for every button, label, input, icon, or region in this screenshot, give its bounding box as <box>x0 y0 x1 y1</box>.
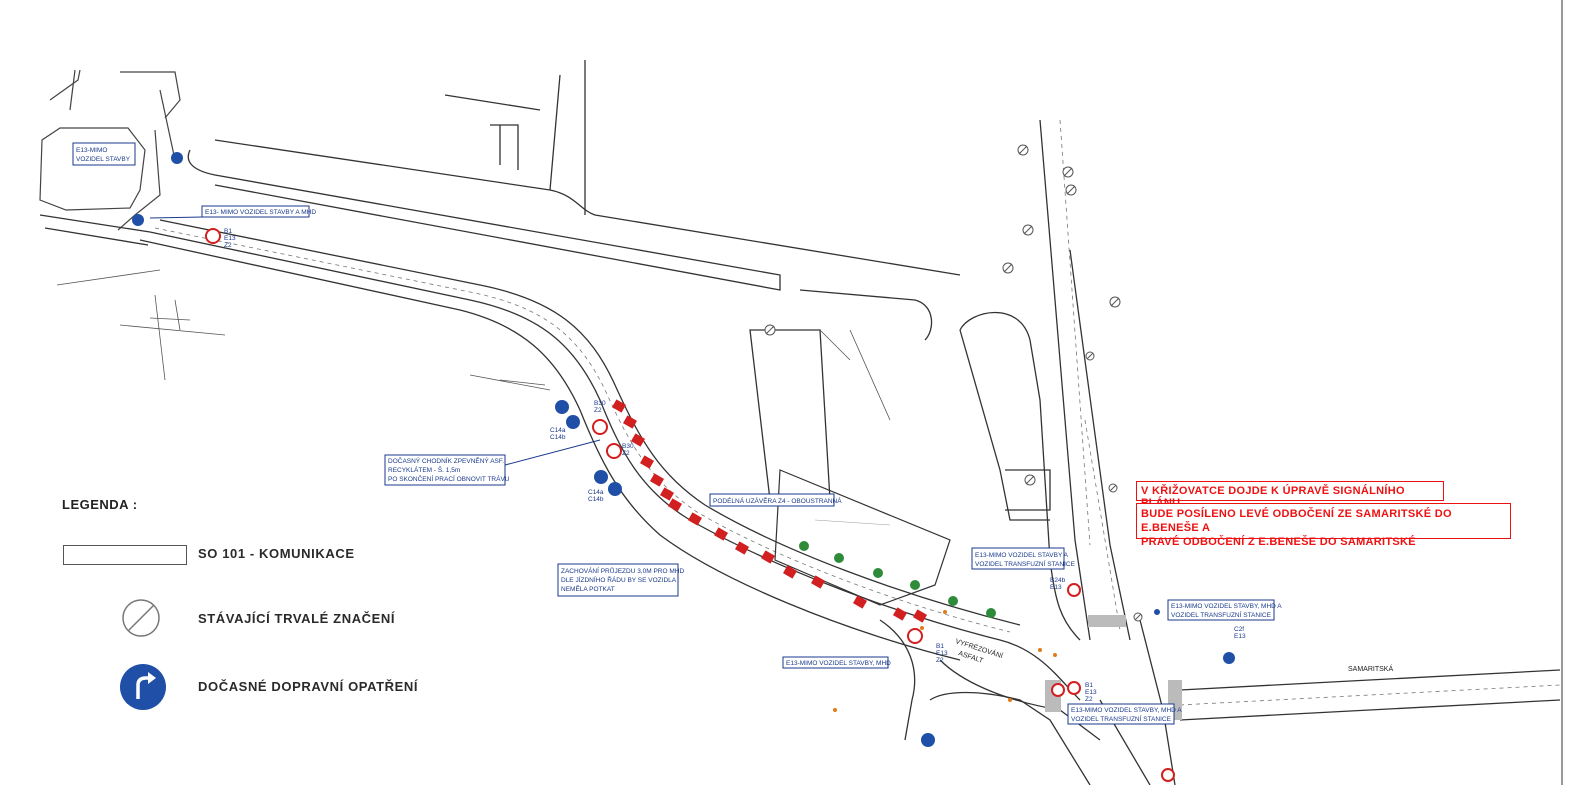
callout-text: E13-MIMO VOZIDEL STAVBY A <box>975 552 1069 559</box>
callout-text: ZACHOVÁNÍ PRŮJEZDU 3,0M PRO MHD <box>561 566 684 575</box>
callout-text: NEMĚLA POTKAT <box>561 584 615 593</box>
callout-text: RECYKLÁTEM - Š. 1,5m <box>388 465 460 474</box>
existing-sign-icon <box>122 599 160 637</box>
note-signal-plan: V KŘIŽOVATCE DOJDE K ÚPRAVĚ SIGNÁLNÍHO P… <box>1136 481 1444 509</box>
trees <box>799 541 996 618</box>
sign-code: B30 <box>594 400 606 407</box>
sign-code: B30 <box>622 443 634 450</box>
callout-text: E13- MIMO VOZIDEL STAVBY A MHD <box>205 209 316 216</box>
callout-text: VOZIDEL TRANSFUZNÍ STANICE <box>1171 610 1272 619</box>
callout-text: DLE JÍZDNÍHO ŘÁDU BY SE VOZIDLA <box>561 575 677 584</box>
sign-code: Z2 <box>622 450 630 457</box>
temporary-sign-icon <box>1154 609 1160 615</box>
existing-sign-icon <box>1108 483 1118 493</box>
temporary-sign-icon <box>608 482 622 496</box>
callout-text: E13-MIMO VOZIDEL STAVBY, MHD A <box>1171 603 1282 610</box>
legend-road-label: SO 101 - KOMUNIKACE <box>198 546 355 561</box>
temporary-sign-icon <box>132 214 144 226</box>
existing-sign-icon <box>1109 296 1121 308</box>
sign-code: E13 <box>1050 584 1062 591</box>
prohibition-signs <box>205 228 1175 782</box>
sign-code: C14a <box>550 427 566 434</box>
sign-code: E13 <box>1234 633 1246 640</box>
callout-text: E13-MIMO VOZIDEL STAVBY, MHD A <box>1071 707 1182 714</box>
road-swatch <box>63 545 187 565</box>
sign-code: C14b <box>588 496 604 503</box>
hatch-lines <box>56 269 891 421</box>
road-edges <box>39 60 1561 785</box>
sign-code: Z2 <box>1085 696 1093 703</box>
temporary-sign-icon <box>566 415 580 429</box>
callout-text: PO SKONČENÍ PRACÍ OBNOVIT TRÁVU <box>388 474 510 483</box>
sign-code: C14b <box>550 434 566 441</box>
temporary-sign-icon <box>594 470 608 484</box>
sign-code: Z2 <box>594 407 602 414</box>
callout-text: E13-MIMO <box>76 147 107 154</box>
legend-title: LEGENDA : <box>62 497 138 512</box>
existing-sign-icon <box>1017 144 1029 156</box>
note-reinforced-turns: BUDE POSÍLENO LEVÉ ODBOČENÍ ZE SAMARITSK… <box>1136 503 1511 548</box>
callout-text: E13-MIMO VOZIDEL STAVBY, MHD <box>786 660 891 667</box>
markers <box>833 610 1057 712</box>
existing-sign-icon <box>1022 224 1034 236</box>
legend-temporary-label: DOČASNÉ DOPRAVNÍ OPATŘENÍ <box>198 679 419 694</box>
temporary-sign-icon <box>1223 652 1235 664</box>
existing-sign-icon <box>1133 612 1143 622</box>
existing-sign-icon <box>1062 166 1074 178</box>
sign-code: C2f <box>1234 626 1244 633</box>
sign-code: B1 <box>1085 682 1093 689</box>
sign-code: B1 <box>936 643 944 650</box>
callout-text: VOZIDEL STAVBY <box>76 156 131 163</box>
sign-code: E13 <box>1085 689 1097 696</box>
sign-code: E13 <box>224 235 236 242</box>
building-block <box>774 469 951 606</box>
leader-lines <box>149 216 601 466</box>
callout-text: VOZIDEL TRANSFUZNÍ STANICE <box>975 559 1076 568</box>
note-line: BUDE POSÍLENO LEVÉ ODBOČENÍ ZE SAMARITSK… <box>1141 508 1452 534</box>
existing-signs <box>764 144 1143 622</box>
existing-sign-icon <box>764 324 776 336</box>
legend-existing-label: STÁVAJÍCÍ TRVALÉ ZNAČENÍ <box>198 611 396 626</box>
street-label: SAMARITSKÁ <box>1348 664 1393 673</box>
callouts: E13-MIMO VOZIDEL STAVBY E13- MIMO VOZIDE… <box>72 142 1282 725</box>
callout-text: PODÉLNÁ UZÁVĚRA Z4 - OBOUSTRANNÁ <box>713 496 842 505</box>
sign-code: B1 <box>224 228 232 235</box>
callout-text: VOZIDEL TRANSFUZNÍ STANICE <box>1071 714 1172 723</box>
sign-code: Z2 <box>224 242 232 249</box>
existing-sign-icon <box>1002 262 1014 274</box>
existing-sign-icon <box>1024 474 1036 486</box>
barriers <box>611 399 928 623</box>
temporary-sign-icon <box>171 152 183 164</box>
existing-sign-icon <box>1085 351 1095 361</box>
temporary-sign-icon <box>120 664 166 710</box>
temporary-sign-icon <box>555 400 569 414</box>
callout-text: DOČASNÝ CHODNÍK ZPEVNĚNÝ ASF. <box>388 456 504 465</box>
sign-code: Z2 <box>936 657 944 664</box>
existing-sign-icon <box>1065 184 1077 196</box>
temporary-sign-icon <box>921 733 935 747</box>
dashed-markings <box>154 119 1561 706</box>
sign-code: B24b <box>1050 577 1066 584</box>
building-outlines-topleft <box>39 69 181 231</box>
temporary-signs <box>132 152 1235 747</box>
note-line: PRAVÉ ODBOČENÍ Z E.BENEŠE DO SAMARITSKÉ <box>1141 536 1416 548</box>
sign-code: E13 <box>936 650 948 657</box>
sign-code: C14a <box>588 489 604 496</box>
